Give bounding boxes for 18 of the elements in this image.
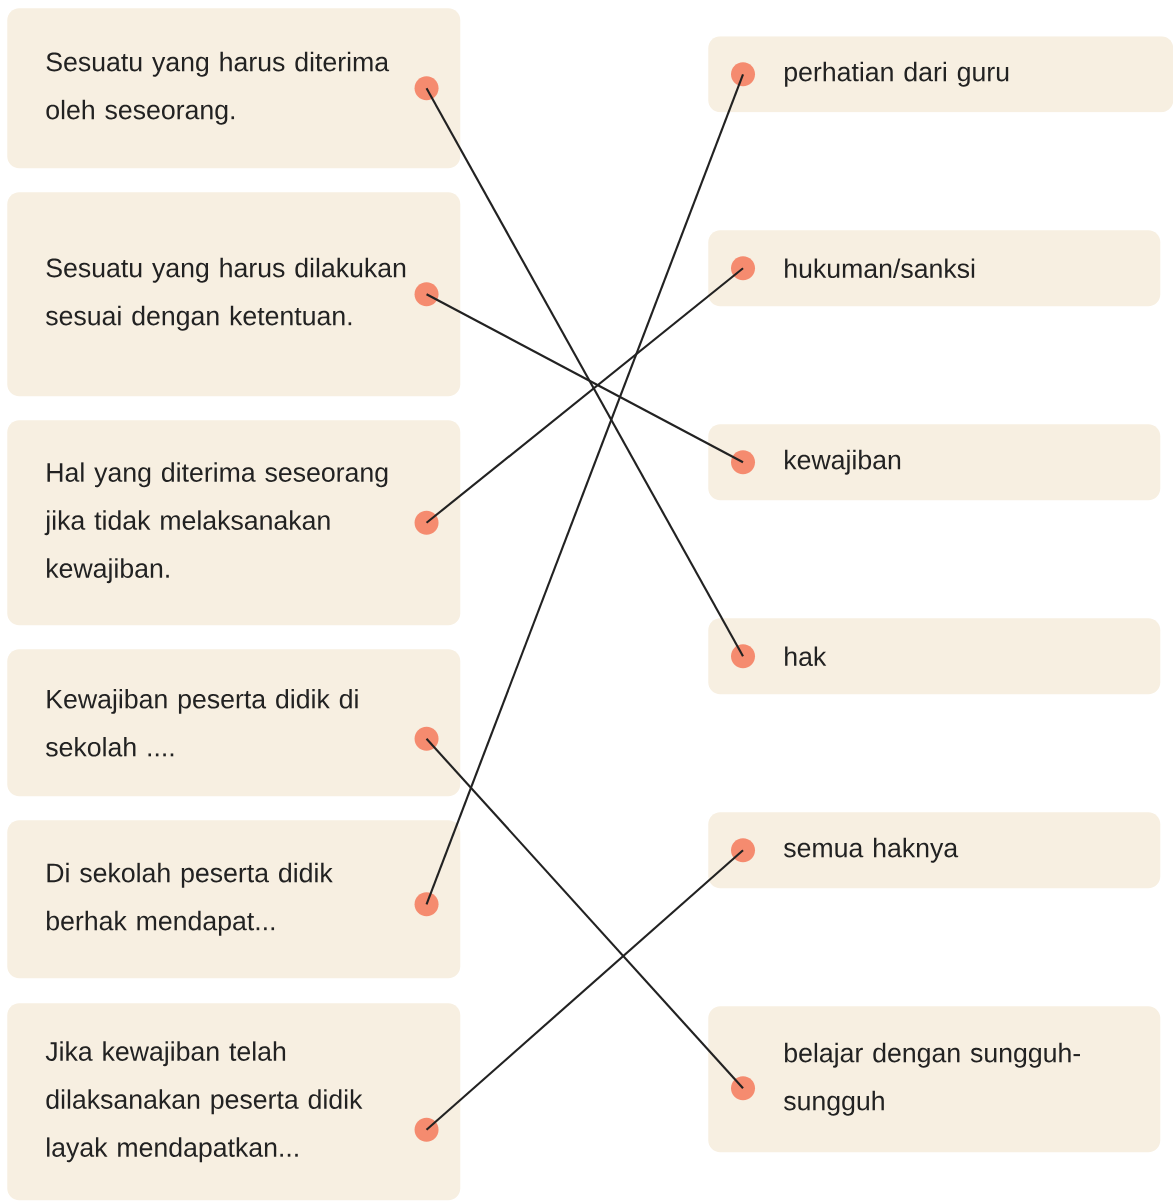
answer-box: Di sekolah peserta didik berhak mendapat...	[7, 820, 461, 979]
answer-box: hukuman/sanksi	[708, 230, 1161, 307]
answer-box: semua haknya	[708, 812, 1161, 889]
answer-box: Sesuatu yang harus dilakukan sesuai dengan ketentuan.	[7, 192, 461, 397]
answer-box: Hal yang diterima seseorang jika tidak melaksanakan kewajiban.	[7, 420, 461, 626]
connector-line	[425, 73, 744, 905]
answer-box: hak	[708, 618, 1161, 695]
answer-box: Jika kewajiban telah dilaksanakan peserta didik layak mendapatkan...	[7, 1003, 461, 1201]
answer-box: belajar dengan sungguh-sungguh	[708, 1006, 1161, 1153]
answer-box: Kewajiban peserta didik di sekolah ....	[7, 649, 461, 797]
connector-line	[425, 849, 744, 1131]
connector-line	[425, 738, 744, 1089]
connector-line	[425, 267, 744, 524]
connector-line	[425, 87, 744, 657]
connector-line	[426, 293, 744, 464]
answer-box: perhatian dari guru	[708, 36, 1173, 113]
answer-box: kewajiban	[708, 424, 1161, 501]
answer-box: Sesuatu yang harus diterima oleh seseorang.	[7, 8, 461, 169]
